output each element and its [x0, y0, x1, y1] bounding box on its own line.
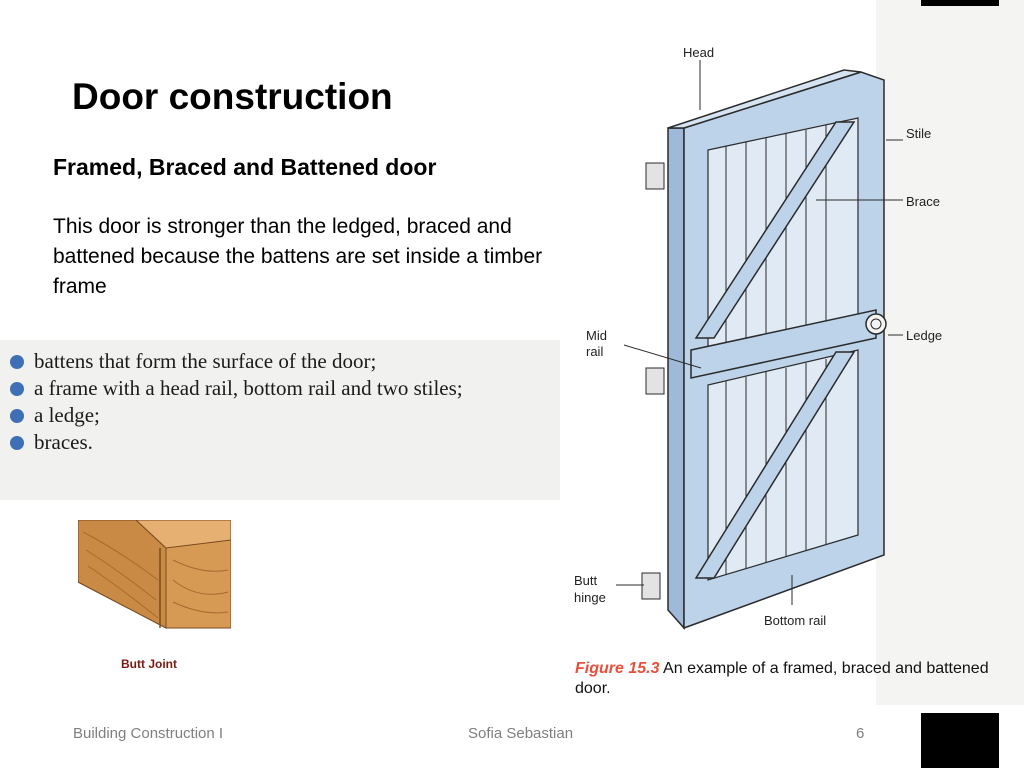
list-item: a frame with a head rail, bottom rail an… [6, 375, 554, 402]
bullet-icon [10, 409, 24, 423]
list-item-text: braces. [34, 430, 93, 454]
label-head: Head [683, 45, 714, 60]
list-item-text: a frame with a head rail, bottom rail an… [34, 376, 463, 400]
butt-joint-image [78, 520, 231, 629]
figure-caption: Figure 15.3 An example of a framed, brac… [575, 659, 1015, 699]
list-item: a ledge; [6, 402, 554, 429]
label-mid-rail: Mid [586, 328, 607, 343]
bullet-icon [10, 382, 24, 396]
scanned-list-image: battens that form the surface of the doo… [0, 340, 560, 500]
figure-number: Figure 15.3 [575, 660, 660, 677]
corner-block-top [921, 0, 999, 6]
door-figure: Head Stile Brace Ledge Mid rail Butt hin… [574, 0, 1024, 705]
component-list: battens that form the surface of the doo… [6, 348, 554, 456]
footer-page-number: 6 [856, 725, 865, 742]
label-ledge: Ledge [906, 328, 942, 343]
footer-course: Building Construction I [73, 725, 224, 742]
list-item-text: battens that form the surface of the doo… [34, 349, 377, 373]
label-butt-hinge-2: hinge [574, 590, 606, 605]
slide-subtitle: Framed, Braced and Battened door [53, 154, 437, 180]
list-item: braces. [6, 429, 554, 456]
slide-title: Door construction [72, 76, 393, 117]
label-stile: Stile [906, 126, 931, 141]
corner-block-bottom [921, 713, 999, 768]
bullet-icon [10, 355, 24, 369]
butt-joint-label: Butt Joint [121, 657, 177, 671]
slide-body-text: This door is stronger than the ledged, b… [53, 215, 543, 298]
label-bottom-rail: Bottom rail [764, 613, 826, 628]
label-mid-rail-2: rail [586, 344, 603, 359]
footer-author: Sofia Sebastian [468, 725, 574, 742]
label-brace: Brace [906, 194, 940, 209]
figure-caption-text: An example of a framed, braced and batte… [575, 660, 989, 697]
list-item: battens that form the surface of the doo… [6, 348, 554, 375]
bullet-icon [10, 436, 24, 450]
list-item-text: a ledge; [34, 403, 100, 427]
label-butt-hinge: Butt [574, 573, 598, 588]
